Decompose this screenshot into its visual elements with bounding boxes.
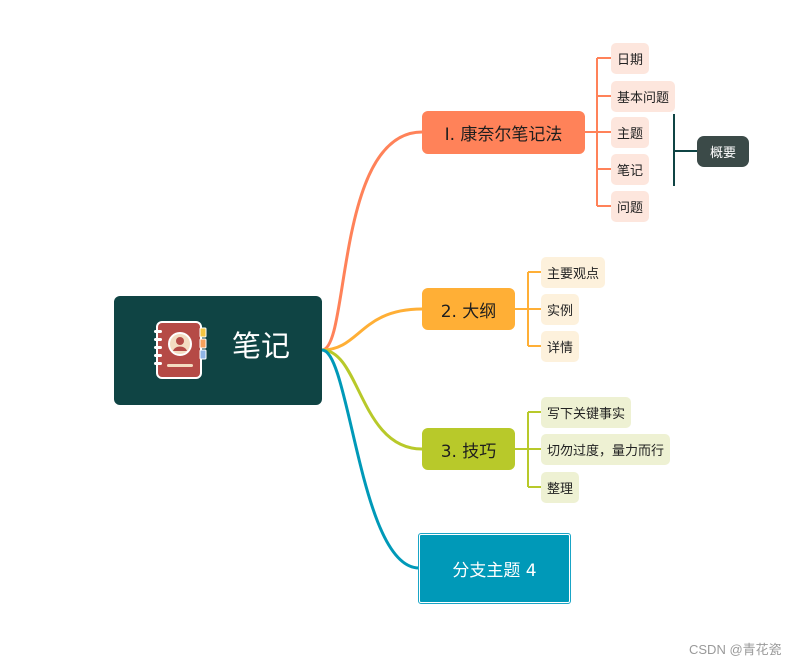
branch1-leaf-links [585, 57, 611, 207]
branch-topic-4[interactable]: 分支主题 4 [418, 533, 571, 604]
branch3-leaf-links [515, 411, 541, 488]
leaf-questions[interactable]: 问题 [611, 191, 650, 222]
branch-topic-cornell[interactable]: I. 康奈尔笔记法 [422, 111, 585, 154]
notebook-contact-icon [154, 321, 207, 379]
leaf-date[interactable]: 日期 [611, 43, 650, 74]
leaf-main-points[interactable]: 主要观点 [541, 257, 606, 288]
leaf-topic[interactable]: 主题 [611, 117, 650, 148]
leaf-notes[interactable]: 笔记 [611, 154, 650, 185]
branch2-leaf-links [515, 271, 541, 347]
leaf-organize[interactable]: 整理 [541, 472, 580, 503]
summary-topic[interactable]: 概要 [697, 136, 749, 167]
link-root-branch4 [321, 348, 420, 570]
branch-topic-outline[interactable]: 2. 大纲 [422, 288, 515, 330]
root-topic[interactable]: 笔记 [114, 296, 322, 405]
link-root-branch2 [321, 307, 423, 352]
link-root-branch3 [321, 348, 423, 451]
leaf-key-facts[interactable]: 写下关键事实 [541, 397, 632, 428]
summary-bracket [673, 114, 697, 186]
root-title: 笔记 [232, 329, 291, 363]
leaf-basic-question[interactable]: 基本问题 [611, 81, 676, 112]
leaf-details[interactable]: 详情 [541, 331, 580, 362]
leaf-dont-overdo[interactable]: 切勿过度，量力而行 [541, 434, 671, 465]
leaf-examples[interactable]: 实例 [541, 294, 580, 325]
link-root-branch1 [321, 130, 423, 352]
watermark: CSDN @青花瓷 [689, 642, 782, 657]
branch-topic-tips[interactable]: 3. 技巧 [422, 428, 515, 470]
